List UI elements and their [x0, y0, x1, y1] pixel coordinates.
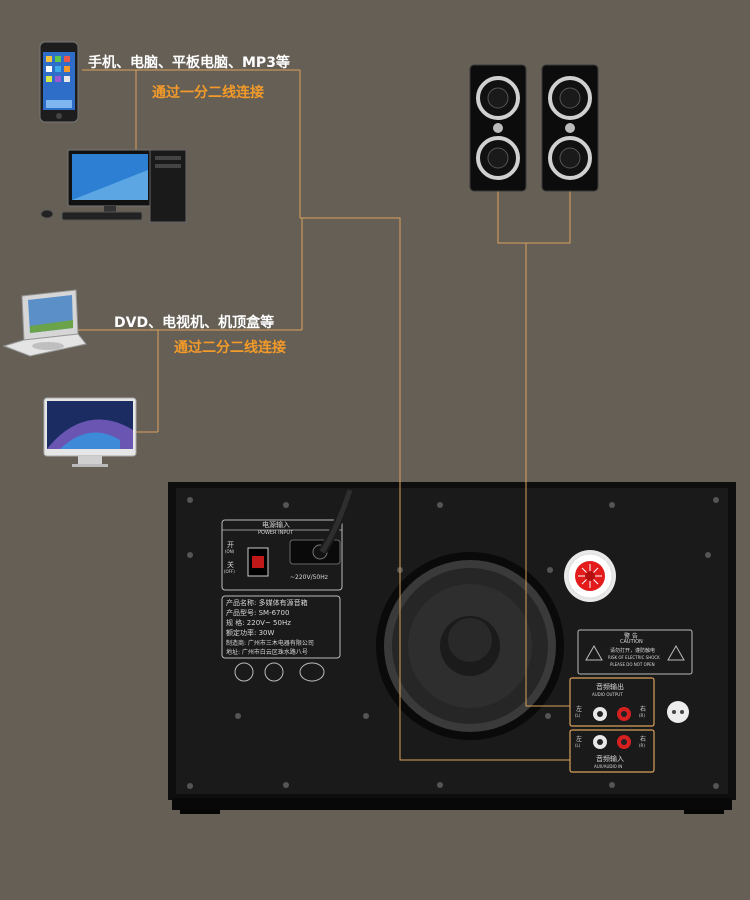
switch-off-label: 关 — [227, 561, 234, 569]
caution-cn: 警 告 — [624, 633, 638, 640]
devices-top-label: 手机、电脑、平板电脑、MP3等 — [88, 55, 290, 71]
audio-input-left: 左 — [576, 736, 583, 743]
small-connector — [667, 701, 689, 723]
monitor-icon — [43, 397, 137, 467]
caution-plate — [577, 629, 693, 675]
connect-top-label: 通过一分二线连接 — [152, 85, 264, 101]
left-satellite-speaker — [469, 64, 527, 192]
audio-input-cn: 音频输入 — [596, 755, 624, 763]
power-input-cn: 电源输入 — [262, 521, 290, 529]
portable-dvd-icon — [2, 289, 87, 357]
info-line-model: 产品型号: SM-6700 — [226, 609, 290, 617]
info-line-spec: 规 格: 220V~ 50Hz — [226, 619, 291, 627]
audio-input-right: 右 — [640, 736, 647, 743]
audio-output-cn: 音频输出 — [596, 683, 624, 691]
power-cord — [318, 488, 355, 555]
caution-line1: 请勿打开，谨防触电 — [610, 648, 656, 654]
power-input-en: POWER INPUT — [258, 530, 294, 536]
audio-input-left-en: (L) — [575, 743, 581, 748]
right-satellite-speaker — [541, 64, 599, 192]
connect-bottom-label: 通过二分二线连接 — [174, 340, 286, 356]
audio-input-right-en: (R) — [639, 743, 645, 748]
audio-output-en: AUDIO OUTPUT — [592, 692, 623, 697]
switch-on-en: (ON) — [225, 549, 235, 554]
audio-output-right: 右 — [640, 706, 647, 713]
power-input-panel — [221, 519, 343, 591]
phone-icon — [39, 41, 79, 123]
audio-output-left: 左 — [576, 706, 583, 713]
info-line-address: 地址: 广州市白云区珠水路八号 — [226, 649, 308, 656]
caution-en: CAUTION — [620, 639, 643, 645]
product-info-plate — [221, 595, 341, 659]
certification-icons — [234, 662, 325, 682]
desktop-computer-icon — [40, 149, 187, 223]
info-line-power: 额定功率: 30W — [226, 629, 275, 637]
woofer-driver — [376, 552, 564, 740]
audio-output-right-en: (R) — [639, 713, 645, 718]
caution-line2: RISK OF ELECTRIC SHOCK — [608, 655, 660, 660]
info-line-maker: 制造商: 广州市三木电器有限公司 — [226, 640, 314, 647]
audio-input-panel — [569, 729, 655, 773]
audio-input-en: AUX/AUDIO IN — [594, 764, 623, 769]
switch-off-en: (OFF) — [224, 569, 235, 574]
audio-output-left-en: (L) — [575, 713, 581, 718]
devices-bottom-label: DVD、电视机、机顶盒等 — [114, 315, 275, 331]
volume-knob[interactable] — [564, 550, 616, 602]
switch-on-label: 开 — [227, 541, 234, 549]
caution-line3: PLEASE DO NOT OPEN — [610, 662, 655, 667]
voltage-label: ~220V/50Hz — [290, 574, 328, 581]
info-line-name: 产品名称: 多媒体有源音箱 — [226, 599, 308, 607]
rca-jacks[interactable] — [593, 707, 631, 749]
connection-lines — [78, 69, 571, 761]
audio-output-panel — [569, 677, 655, 727]
